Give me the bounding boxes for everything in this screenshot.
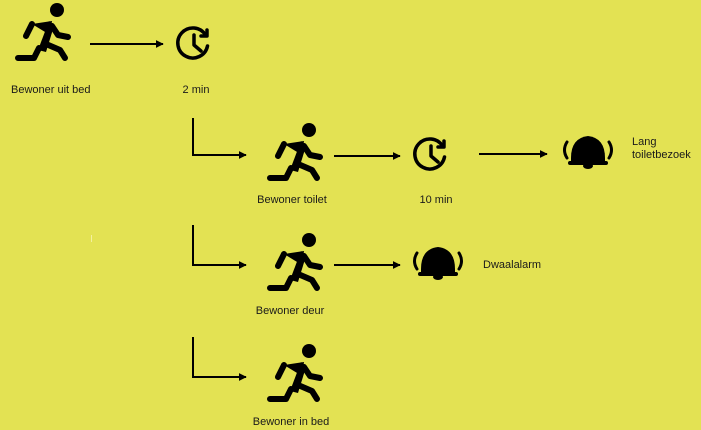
timer-10min-icon <box>413 137 447 171</box>
person-in-bed-icon <box>270 344 320 399</box>
label-10min: 10 min <box>419 194 453 206</box>
branch-connector-bed <box>192 337 247 381</box>
alarm-wander-icon <box>413 245 463 282</box>
alarm-long-toilet-icon <box>563 134 613 171</box>
label-out-of-bed: Bewoner uit bed <box>11 84 91 96</box>
label-toilet: Bewoner toilet <box>257 194 327 206</box>
branch-connector-door <box>192 225 247 269</box>
timer-2min-icon <box>176 26 210 60</box>
stray-tick-mark <box>91 235 92 242</box>
person-toilet-icon <box>270 123 320 178</box>
label-2min: 2 min <box>182 84 210 96</box>
branch-connector-toilet <box>192 118 247 159</box>
label-in-bed: Bewoner in bed <box>252 416 330 428</box>
person-out-of-bed-icon <box>18 3 68 58</box>
label-long-toilet-line1: Lang <box>632 136 657 148</box>
label-wander-alarm: Dwaalalarm <box>483 259 542 271</box>
label-door: Bewoner deur <box>255 305 325 317</box>
label-long-toilet-line2: toiletbezoek <box>632 149 691 161</box>
person-door-icon <box>270 233 320 288</box>
